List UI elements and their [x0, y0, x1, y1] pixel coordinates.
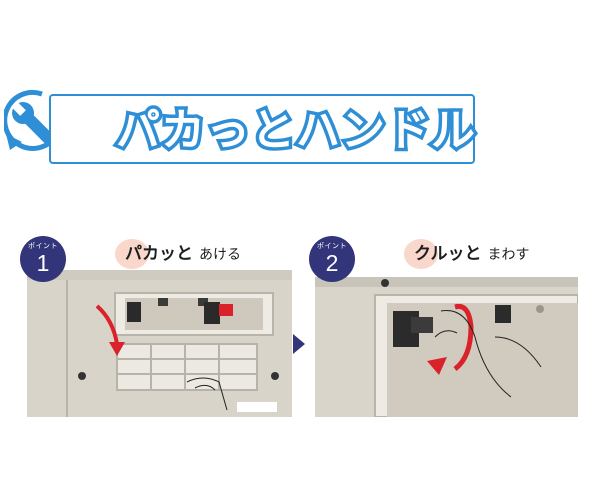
- step-1-caption: パカッとあける: [115, 239, 241, 269]
- step-1-highlight: パカッと: [115, 239, 195, 269]
- point-number: 2: [325, 250, 339, 276]
- step-2-caption: クルッとまわす: [404, 239, 530, 269]
- point-badge-1: ポイント 1: [20, 236, 66, 282]
- panel-cover-opening-photo: [27, 270, 292, 417]
- point-label: ポイント: [28, 242, 58, 250]
- point-label: ポイント: [317, 242, 347, 250]
- triangle-right-icon: [293, 334, 305, 354]
- logo-title: パカっとハンドル: [113, 102, 479, 160]
- step-2-highlight: クルッと: [404, 239, 484, 269]
- wrench-refresh-icon: [4, 89, 59, 151]
- logo-frame: パカっとハンドル: [49, 94, 479, 164]
- step-2-text: まわす: [487, 247, 530, 263]
- point-badge-2: ポイント 2: [309, 236, 355, 282]
- point-number: 1: [36, 250, 50, 276]
- step-1-text: あける: [199, 247, 241, 263]
- valve-handle-turning-photo: [315, 277, 578, 417]
